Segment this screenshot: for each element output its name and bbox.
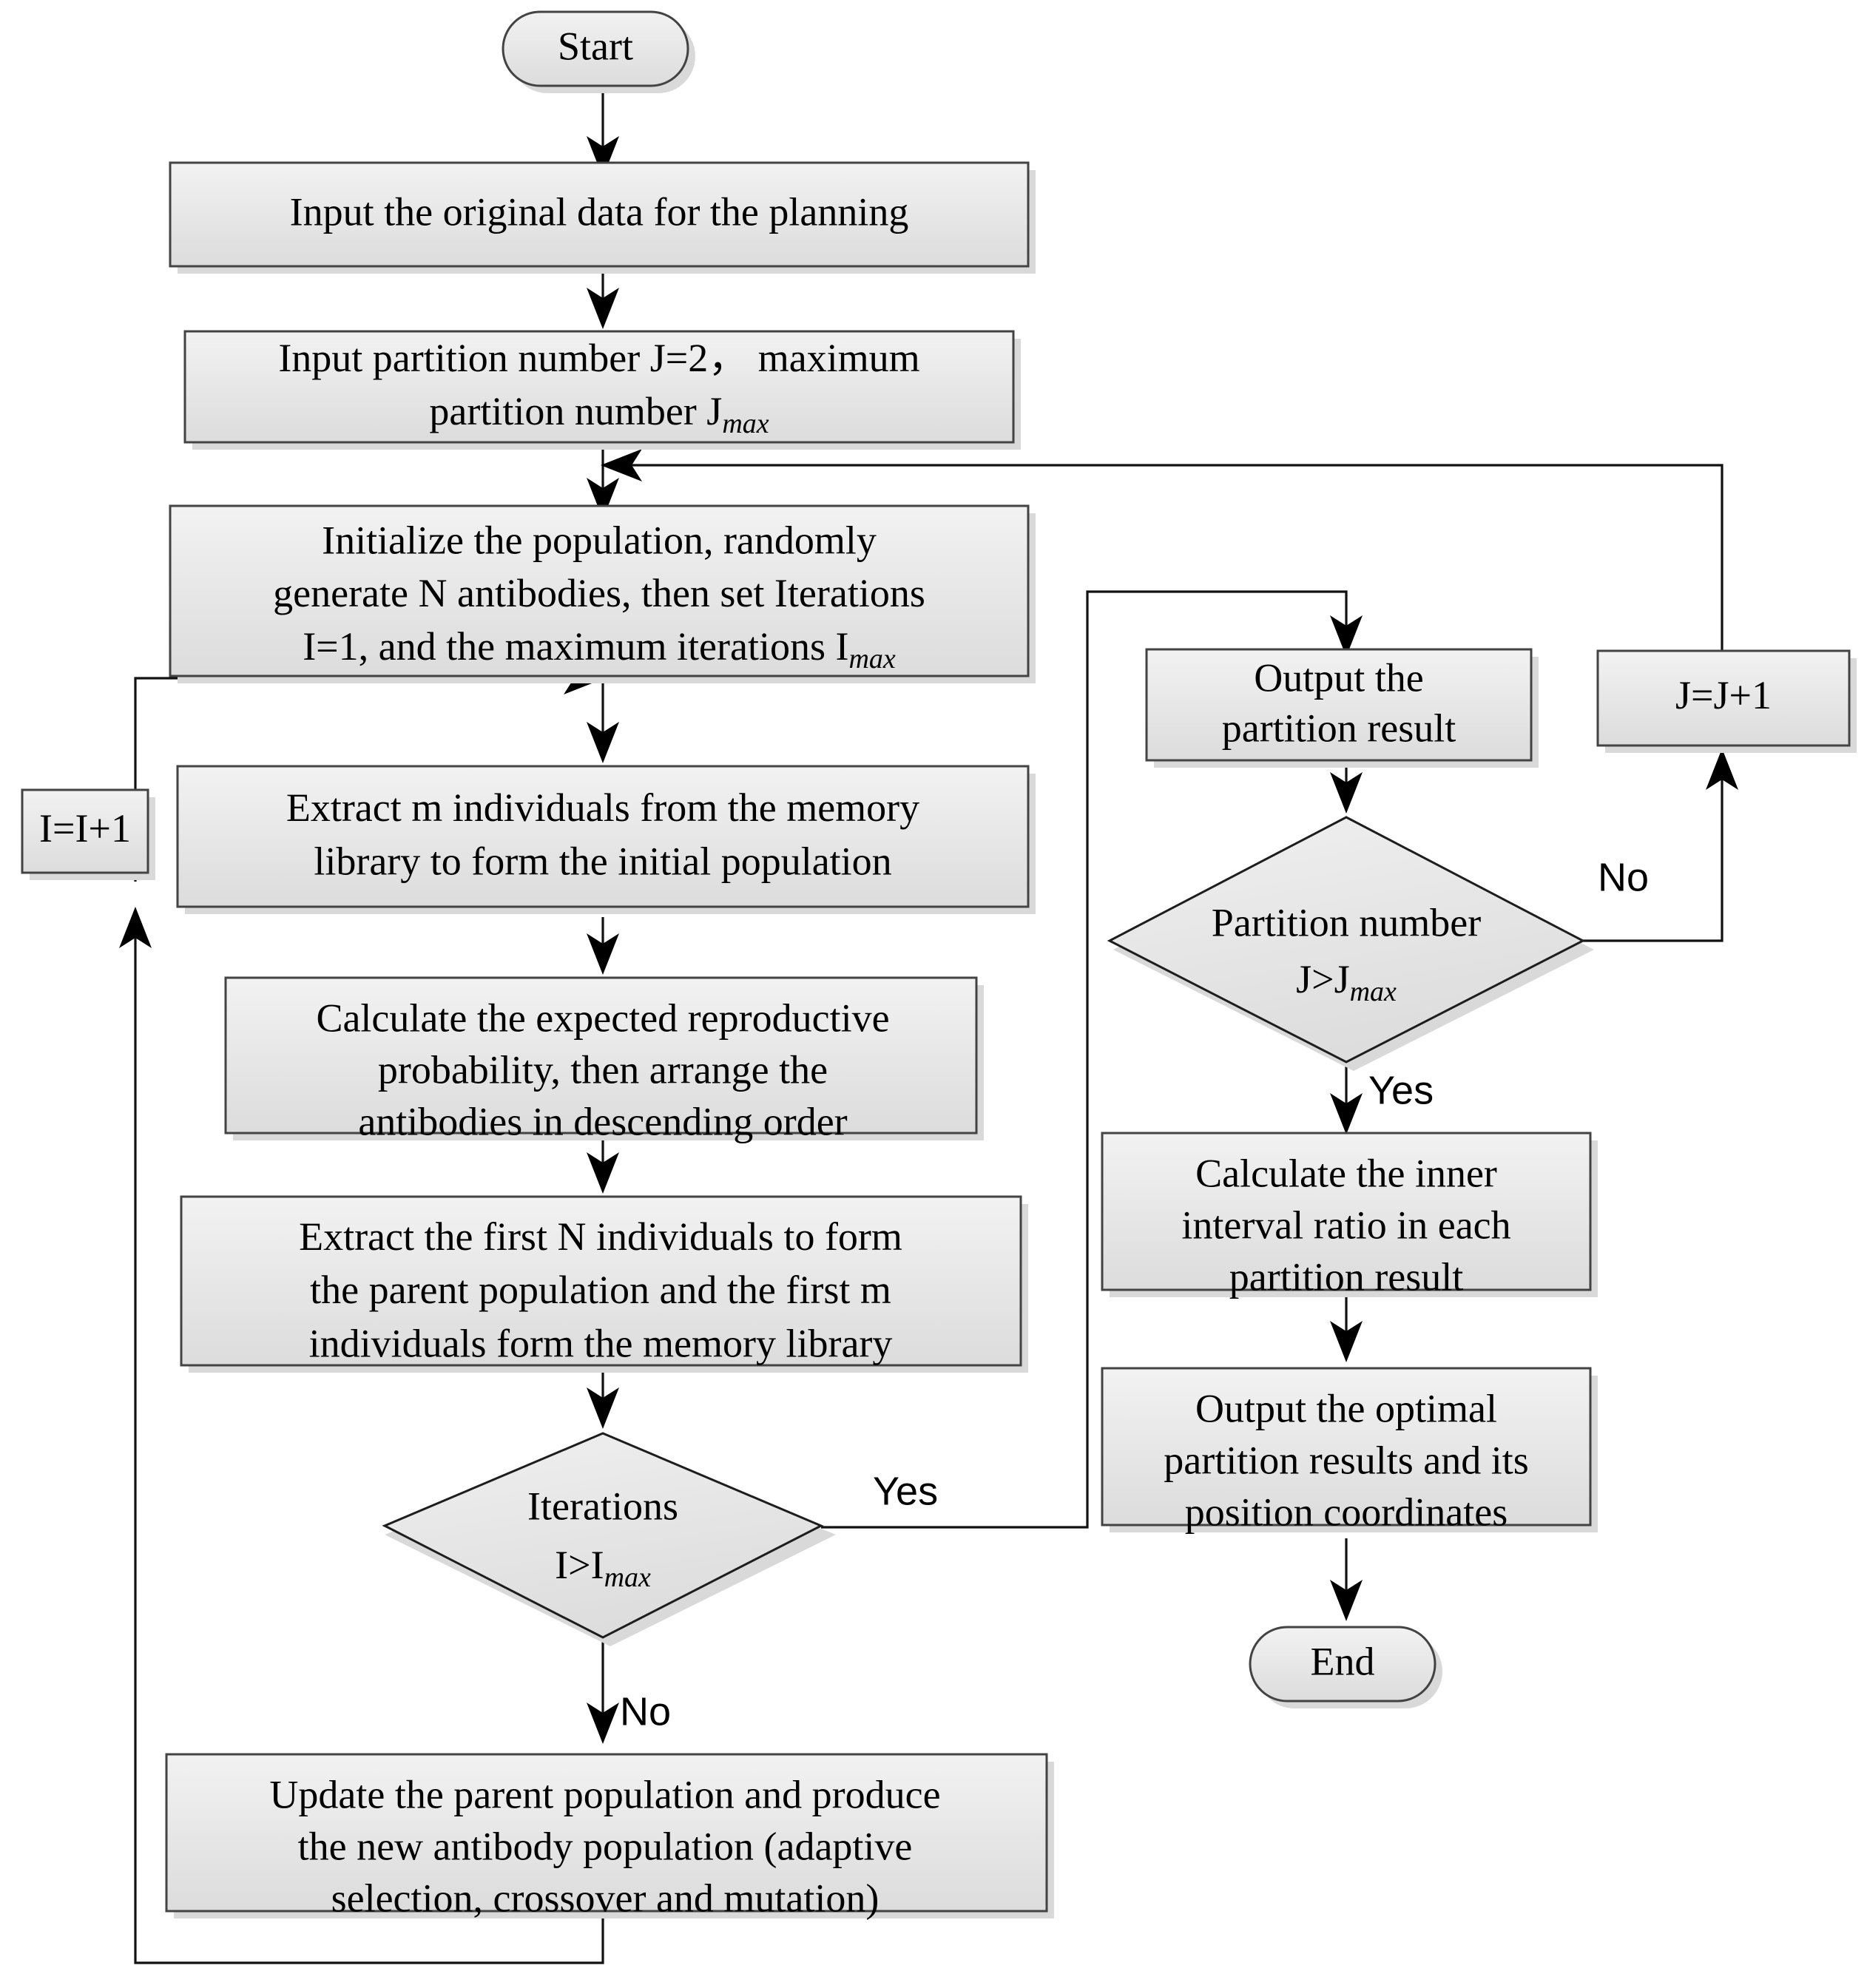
node-input-partition[interactable]: Input partition number J=2， maximum part… [183, 330, 1021, 450]
i-increment-shape [21, 788, 149, 874]
arrowhead-iterations-yes-to-output-partition [1330, 615, 1363, 657]
calc-ratio-line-3: partition result [1229, 1254, 1463, 1299]
end-shape [1249, 1626, 1436, 1703]
input-partition-line-1: Input partition number J=2， maximum [278, 336, 919, 380]
update-population-line-1: Update the parent population and produce [269, 1772, 940, 1816]
i-increment-label: I=I+1 [39, 806, 131, 851]
label-iterations-yes: Yes [873, 1469, 938, 1513]
end-label: End [1311, 1639, 1375, 1683]
partition-decision-line-1: Partition number [1212, 900, 1481, 944]
node-j-increment[interactable]: J=J+1 [1596, 649, 1857, 753]
node-update-population[interactable]: Update the parent population and produce… [165, 1753, 1054, 1920]
partition-decision-shape [1107, 816, 1586, 1064]
arrowhead-update-to-iincrement [119, 907, 152, 948]
extract-first-n-line-2: the parent population and the first m [310, 1268, 891, 1312]
iterations-decision-line-2: I>Imax [555, 1543, 651, 1592]
calc-prob-line-2: probability, then arrange the [378, 1047, 828, 1092]
node-extract-first-n[interactable]: Extract the first N individuals to form … [180, 1195, 1028, 1373]
iterations-decision-shape [382, 1432, 824, 1639]
output-optimal-line-1: Output the optimal [1195, 1386, 1497, 1430]
arrowhead-start-to-input-data [587, 136, 619, 178]
arrowhead-extract-m-to-calc-prob [587, 933, 619, 975]
output-partition-line-1: Output the [1254, 655, 1423, 700]
arrowhead-extract-first-n-to-iterations [587, 1387, 619, 1429]
arrowhead-partition-yes-to-calc-ratio [1330, 1093, 1363, 1135]
node-output-partition[interactable]: Output the partition result [1145, 648, 1539, 768]
arrowhead-calc-ratio-to-output-optimal [1330, 1321, 1363, 1362]
extract-m-shape [176, 765, 1030, 908]
start-label: Start [558, 24, 633, 68]
label-iterations-no: No [620, 1689, 671, 1734]
node-output-optimal[interactable]: Output the optimal partition results and… [1101, 1367, 1598, 1534]
label-partition-yes: Yes [1368, 1068, 1434, 1112]
calc-ratio-line-1: Calculate the inner [1195, 1151, 1497, 1195]
arrowhead-output-partition-to-decision [1330, 772, 1363, 814]
edge-partition-no-to-jincrement [1583, 780, 1723, 942]
node-calc-prob[interactable]: Calculate the expected reproductive prob… [224, 976, 984, 1143]
node-extract-m[interactable]: Extract m individuals from the memory li… [176, 765, 1036, 914]
j-increment-label: J=J+1 [1675, 673, 1772, 717]
partition-decision-line-2: J>Jmax [1296, 957, 1397, 1007]
arrowhead-jincrement-feedback [601, 449, 642, 481]
arrowhead-output-optimal-to-end [1330, 1580, 1363, 1621]
output-partition-line-2: partition result [1222, 706, 1456, 750]
update-population-line-3: selection, crossover and mutation) [331, 1876, 880, 1920]
iterations-decision-line-1: Iterations [527, 1484, 678, 1528]
calc-ratio-line-2: interval ratio in each [1181, 1203, 1510, 1247]
edge-iterations-yes-to-output-partition [821, 590, 1348, 1529]
extract-first-n-shape [180, 1195, 1022, 1367]
edge-update-to-iincrement [134, 938, 604, 1964]
node-end[interactable]: End [1249, 1626, 1442, 1708]
input-partition-line-2: partition number Jmax [429, 389, 769, 439]
extract-first-n-line-3: individuals form the memory library [309, 1321, 893, 1365]
arrowhead-calc-prob-to-extract-first-n [587, 1152, 619, 1194]
node-iterations-decision[interactable]: Iterations I>Imax [382, 1432, 836, 1646]
initialize-shape [169, 504, 1030, 677]
edge-labels-layer: Yes No No Yes [620, 855, 1649, 1734]
arrowhead-partition-no-to-jincrement [1706, 748, 1738, 790]
input-data-line-1: Input the original data for the planning [290, 189, 909, 234]
update-population-line-2: the new antibody population (adaptive [298, 1824, 913, 1868]
output-partition-shape [1145, 648, 1533, 762]
arrowhead-iterations-no-to-update [587, 1703, 619, 1744]
calc-ratio-shape [1101, 1132, 1592, 1291]
arrowhead-input-data-to-partition [587, 288, 619, 329]
update-population-shape [165, 1753, 1048, 1913]
input-data-shape [169, 161, 1030, 268]
label-partition-no: No [1598, 855, 1649, 899]
arrowhead-initialize-to-extract-m [587, 722, 619, 763]
input-partition-shape [183, 330, 1015, 444]
edge-jincrement-feedback [621, 464, 1723, 652]
calc-prob-shape [224, 976, 978, 1135]
calc-prob-line-1: Calculate the expected reproductive [316, 995, 889, 1040]
node-partition-decision[interactable]: Partition number J>Jmax [1107, 816, 1594, 1071]
start-shape [502, 10, 689, 87]
extract-m-line-1: Extract m individuals from the memory [286, 785, 919, 830]
output-optimal-line-3: position coordinates [1185, 1490, 1508, 1534]
node-start[interactable]: Start [502, 10, 695, 93]
initialize-line-3: I=1, and the maximum iterations Imax [303, 624, 896, 674]
output-optimal-line-2: partition results and its [1164, 1438, 1528, 1482]
j-increment-shape [1596, 649, 1851, 747]
extract-m-line-2: library to form the initial population [314, 839, 891, 883]
calc-prob-line-3: antibodies in descending order [358, 1099, 847, 1143]
initialize-line-2: generate N antibodies, then set Iteratio… [273, 571, 925, 615]
arrowhead-partition-to-initialize [587, 478, 619, 519]
node-i-increment[interactable]: I=I+1 [21, 788, 155, 880]
node-input-data[interactable]: Input the original data for the planning [169, 161, 1036, 274]
extract-first-n-line-1: Extract the first N individuals to form [299, 1214, 902, 1259]
initialize-line-1: Initialize the population, randomly [322, 518, 877, 562]
node-calc-ratio[interactable]: Calculate the inner interval ratio in ea… [1101, 1132, 1598, 1299]
output-optimal-shape [1101, 1367, 1592, 1526]
node-initialize[interactable]: Initialize the population, randomly gene… [169, 504, 1036, 683]
